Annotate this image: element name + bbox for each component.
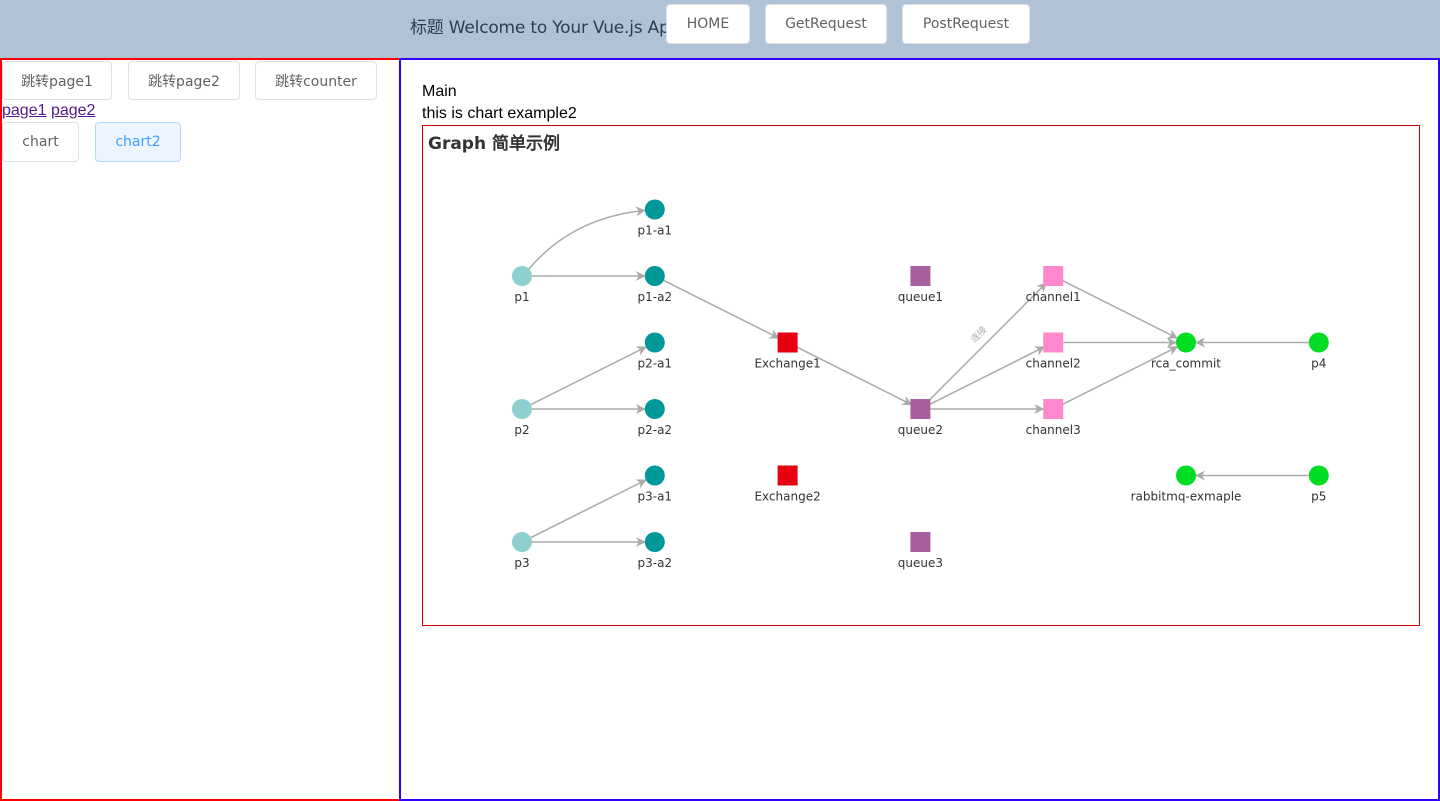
graph-edge (796, 346, 913, 406)
graph-node[interactable] (1043, 399, 1064, 419)
main-subtitle: this is chart example2 (422, 105, 577, 122)
graph-node-label: p1-a1 (638, 224, 673, 238)
graph-node-label: rabbitmq-exmaple (1131, 490, 1242, 504)
app-title: 标题 Welcome to Your Vue.js App (410, 18, 681, 38)
get-request-button[interactable]: GetRequest (765, 4, 887, 44)
graph-edge (926, 282, 1047, 403)
graph-node[interactable] (644, 332, 665, 353)
graph-node-label: p3-a1 (638, 490, 673, 504)
graph-node[interactable] (512, 532, 532, 552)
graph-node-label: p5 (1311, 490, 1326, 504)
graph-node[interactable] (512, 399, 532, 419)
goto-page2-button[interactable]: 跳转page2 (128, 61, 240, 100)
graph-node[interactable] (910, 266, 931, 286)
graph-node-label: p3-a2 (638, 556, 673, 570)
graph-node[interactable] (1176, 465, 1196, 486)
page1-link[interactable]: page1 (2, 102, 47, 119)
graph-node[interactable] (1176, 332, 1196, 353)
graph-node[interactable] (644, 532, 665, 552)
graph-node[interactable] (644, 465, 665, 486)
chart-title: Graph 简单示例 (428, 134, 560, 154)
graph-node-label: p1 (514, 290, 529, 304)
graph-node-label: p4 (1311, 357, 1326, 371)
chart-container (422, 125, 1420, 626)
graph-node-label: Exchange1 (754, 357, 820, 371)
graph-node-label: channel1 (1026, 290, 1081, 304)
graph-node[interactable] (1043, 266, 1064, 286)
graph-node-label: queue1 (898, 290, 943, 304)
graph-node[interactable] (910, 399, 931, 419)
graph-node[interactable] (777, 465, 798, 486)
graph-node[interactable] (1308, 332, 1329, 353)
graph-chart: 连接 p1 p2 p3 p1-a1 p1-a2 p2-a1 p2-a2 p3-a1 p3-a2 E… (512, 199, 1329, 570)
graph-edge (527, 206, 646, 271)
graph-edge (929, 346, 1046, 406)
main-heading: Main (422, 83, 457, 100)
graph-node-label: p2-a1 (638, 357, 673, 371)
graph-edge (1061, 346, 1178, 406)
post-request-button[interactable]: PostRequest (902, 4, 1030, 44)
page-links: page1 page2 (2, 102, 95, 120)
graph-node-label: rca_commit (1151, 357, 1221, 371)
graph-node[interactable] (777, 332, 798, 353)
goto-counter-button[interactable]: 跳转counter (255, 61, 377, 100)
sidebar (0, 58, 401, 801)
graph-node-label: queue3 (898, 556, 943, 570)
edge-label: 连接 (968, 324, 989, 345)
chart-button[interactable]: chart (2, 122, 79, 162)
goto-page1-button[interactable]: 跳转page1 (2, 61, 112, 100)
graph-node[interactable] (1308, 465, 1329, 486)
graph-node-label: p3 (514, 556, 529, 570)
graph-node-label: channel3 (1026, 423, 1081, 437)
graph-edge (663, 279, 780, 339)
graph-node[interactable] (644, 199, 665, 220)
home-button[interactable]: HOME (666, 4, 750, 44)
graph-node[interactable] (644, 399, 665, 419)
graph-edge (1061, 279, 1178, 339)
graph-edge (530, 346, 647, 406)
main-panel (399, 58, 1440, 801)
graph-node-label: p2 (514, 423, 529, 437)
graph-node[interactable] (1043, 332, 1064, 353)
graph-node[interactable] (910, 532, 931, 552)
graph-node[interactable] (512, 266, 532, 286)
graph-node-label: channel2 (1026, 357, 1081, 371)
page2-link[interactable]: page2 (50, 102, 96, 119)
graph-node-label: p2-a2 (638, 423, 673, 437)
graph-edge (530, 479, 647, 539)
graph-node-label: Exchange2 (754, 490, 820, 504)
graph-node-label: queue2 (898, 423, 943, 437)
graph-node-label: p1-a2 (638, 290, 673, 304)
graph-node[interactable] (644, 266, 665, 286)
chart2-button[interactable]: chart2 (95, 122, 181, 162)
